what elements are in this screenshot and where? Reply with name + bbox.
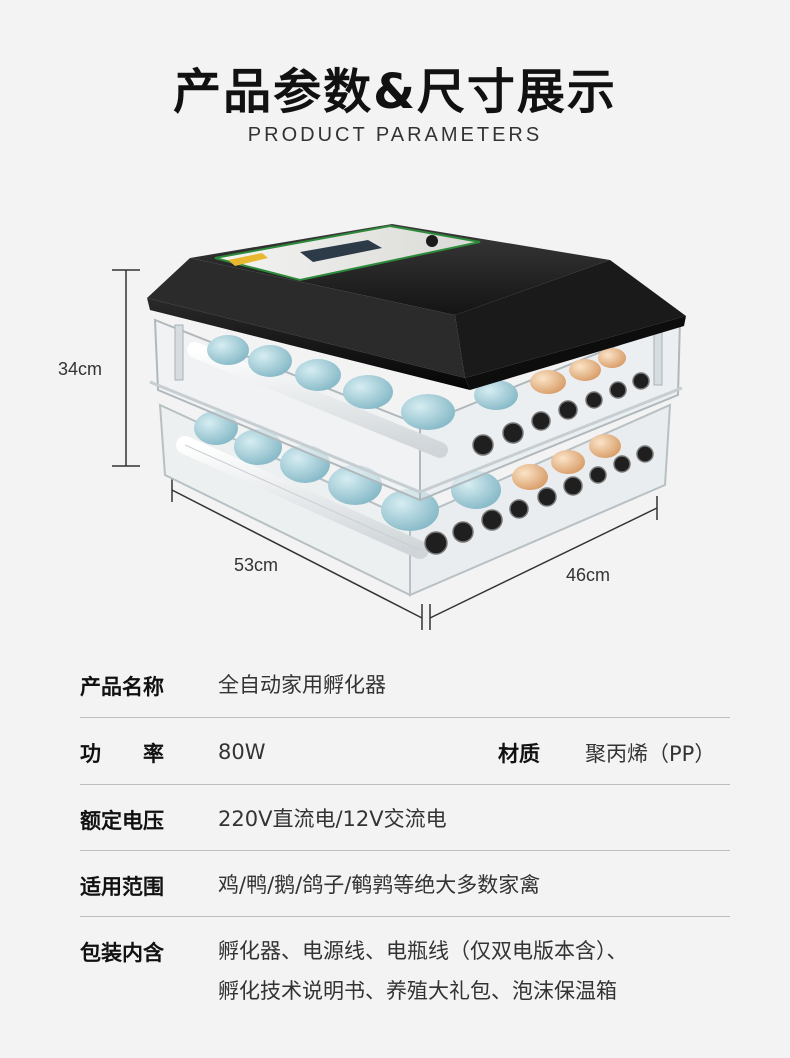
length-label: 53cm [234,555,278,575]
spec-value-power: 80W [218,740,266,764]
spec-label-range: 适用范围 [80,875,164,899]
width-label: 46cm [566,565,610,585]
spec-table: 产品名称 全自动家用孵化器 功 率 80W 材质 聚丙烯（PP） 额定电压 22… [80,655,730,1017]
page-subtitle: PRODUCT PARAMETERS [247,124,543,146]
spec-row-power: 功 率 80W 材质 聚丙烯（PP） [80,718,730,785]
height-dimension-line [112,269,140,467]
upper-tray [149,318,683,502]
panel-button-icon [426,235,438,247]
spec-row-voltage: 额定电压 220V直流电/12V交流电 [80,785,730,851]
spec-label-package: 包装内含 [80,941,164,965]
lcd-display [300,240,382,262]
spec-value-range: 鸡/鸭/鹅/鸽子/鹌鹑等绝大多数家禽 [218,873,541,897]
spec-row-package: 包装内含 孵化器、电源线、电瓶线（仅双电版本含）、 孵化技术说明书、养殖大礼包、… [80,917,730,1017]
width-dimension-line [429,496,658,630]
spec-row-name: 产品名称 全自动家用孵化器 [80,655,730,718]
length-dimension-line [171,478,423,630]
spec-label-voltage: 额定电压 [80,809,164,833]
spec-value-package-line1: 孵化器、电源线、电瓶线（仅双电版本含）、 [218,939,628,963]
spec-label-name: 产品名称 [80,675,164,699]
height-label: 34cm [58,359,102,379]
lower-tray [158,403,672,597]
incubator-product-image: 34cm 53cm 46cm [58,224,686,630]
spec-label-power: 功 率 [80,742,164,766]
incubator-lid [147,224,686,390]
page-title: 产品参数&尺寸展示 [173,64,617,120]
spec-value-voltage: 220V直流电/12V交流电 [218,807,447,831]
spec-row-range: 适用范围 鸡/鸭/鹅/鸽子/鹌鹑等绝大多数家禽 [80,851,730,917]
spec-value-package-line2: 孵化技术说明书、养殖大礼包、泡沫保温箱 [218,979,617,1003]
spec-label-material: 材质 [498,742,540,766]
spec-value-material: 聚丙烯（PP） [585,742,716,766]
spec-value-name: 全自动家用孵化器 [218,673,386,697]
